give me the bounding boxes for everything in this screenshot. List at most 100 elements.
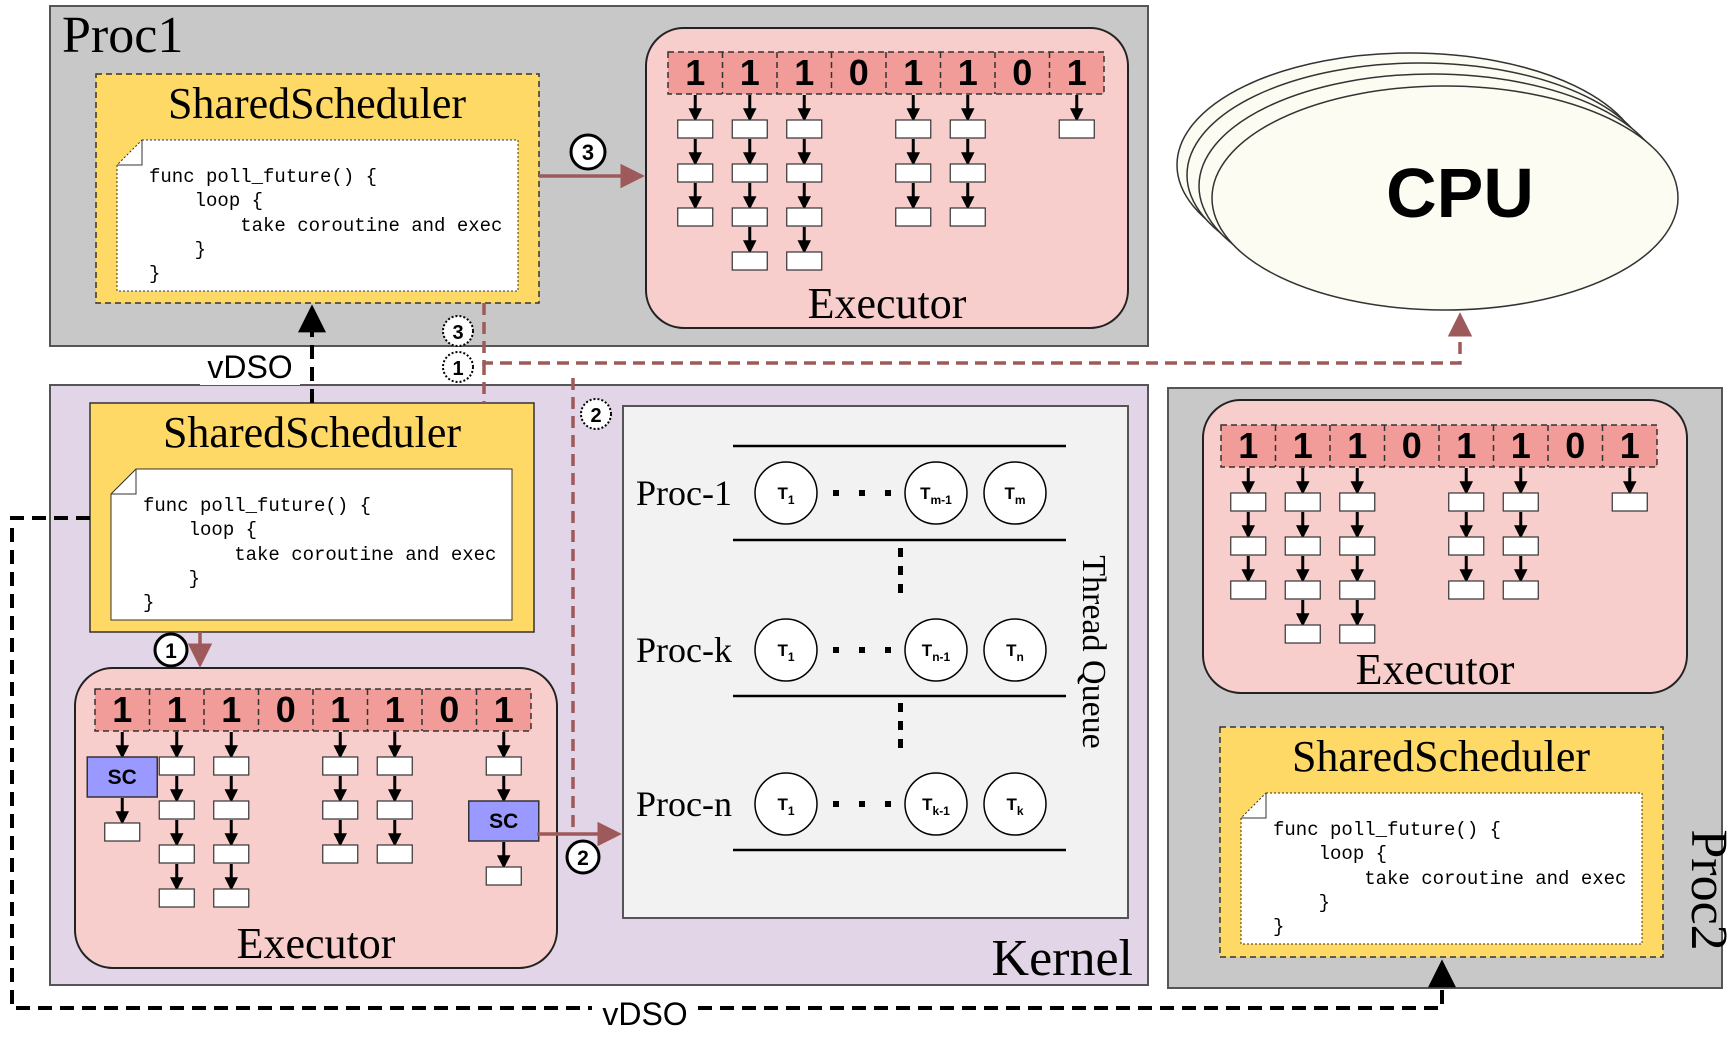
task-box — [158, 800, 195, 820]
svg-text:}: } — [143, 592, 154, 614]
thread-node — [904, 772, 968, 836]
thread-label: Tm — [1004, 484, 1025, 507]
executor-bit: 1 — [385, 689, 405, 730]
proc1-code-note — [116, 139, 519, 292]
task-box — [322, 844, 359, 864]
task-box — [1339, 536, 1376, 556]
queue-proc-label: Proc-k — [636, 630, 732, 670]
sc-label: SC — [489, 810, 518, 833]
queue-proc-label: Proc-1 — [636, 473, 732, 513]
executor-bit: 1 — [1293, 425, 1313, 466]
task-box — [1502, 536, 1539, 556]
ellipsis-dot — [833, 490, 839, 496]
task-box — [731, 119, 768, 139]
ellipsis-dot — [859, 801, 865, 807]
task-box — [731, 163, 768, 183]
svg-text:3: 3 — [582, 140, 594, 165]
thread-label: Tn — [1006, 641, 1024, 664]
kernel-code: func poll_future() { loop { take corouti… — [143, 495, 496, 614]
executor-bit: 1 — [112, 689, 132, 730]
thread-node — [754, 772, 818, 836]
svg-text:take coroutine and exec: take coroutine and exec — [1273, 868, 1626, 890]
vertical-ellipsis-dot — [898, 566, 903, 575]
kernel-scheduler-title: SharedScheduler — [163, 408, 461, 457]
thread-node — [754, 618, 818, 682]
thread-label: Tn-1 — [922, 641, 951, 664]
ellipsis-dot — [833, 801, 839, 807]
thread-node — [983, 461, 1047, 525]
svg-text:func poll_future() {: func poll_future() { — [1273, 819, 1501, 841]
proc1-scheduler-title: SharedScheduler — [168, 79, 466, 128]
task-box — [1339, 580, 1376, 600]
svg-text:}: } — [149, 239, 206, 261]
task-box — [1339, 624, 1376, 644]
kernel-code-note — [110, 468, 513, 621]
task-box — [1448, 536, 1485, 556]
task-box — [1058, 119, 1095, 139]
task-box — [1230, 536, 1267, 556]
kernel-executor-label: Executor — [237, 919, 396, 968]
executor-bit: 1 — [794, 52, 814, 93]
task-box — [158, 756, 195, 776]
svg-text:}: } — [143, 568, 200, 590]
kernel-label: Kernel — [992, 930, 1133, 987]
ellipsis-dot — [859, 647, 865, 653]
svg-text:}: } — [1273, 892, 1330, 914]
proc2-scheduler-title: SharedScheduler — [1292, 732, 1590, 781]
executor-bit: 0 — [1402, 425, 1422, 466]
svg-text:}: } — [149, 263, 160, 285]
executor-bit: 0 — [276, 689, 296, 730]
step2-solid-badge: 2 — [565, 839, 601, 875]
task-box — [1502, 580, 1539, 600]
task-box — [895, 119, 932, 139]
svg-text:take coroutine and exec: take coroutine and exec — [143, 544, 496, 566]
task-box — [1230, 580, 1267, 600]
thread-node — [983, 618, 1047, 682]
executor-bit: 0 — [1012, 52, 1032, 93]
task-box — [213, 756, 250, 776]
step3-solid-badge: 3 — [569, 133, 607, 171]
task-box — [485, 756, 522, 776]
task-box — [158, 888, 195, 908]
executor-bit: 0 — [1565, 425, 1585, 466]
vertical-ellipsis-dot — [898, 703, 903, 712]
vdso-lower-label: vDSO — [602, 996, 687, 1032]
task-box — [895, 207, 932, 227]
thread-label: Tm-1 — [920, 484, 952, 507]
sc-label: SC — [108, 766, 137, 789]
thread-label: Tk — [1006, 795, 1023, 818]
ellipsis-dot — [885, 490, 891, 496]
svg-text:1: 1 — [165, 640, 177, 663]
executor-bit: 0 — [439, 689, 459, 730]
svg-text:}: } — [1273, 916, 1284, 938]
executor-bit: 1 — [1511, 425, 1531, 466]
queue-proc-label: Proc-n — [636, 784, 732, 824]
executor-bit: 1 — [1347, 425, 1367, 466]
task-box — [376, 756, 413, 776]
executor-bit: 1 — [494, 689, 514, 730]
executor-bit: 1 — [1620, 425, 1640, 466]
sc-box — [468, 800, 540, 842]
thread-queue-label: Thread Queue — [1075, 555, 1112, 749]
executor-bit: 1 — [903, 52, 923, 93]
thread-label: T1 — [777, 795, 794, 818]
ellipsis-dot — [833, 647, 839, 653]
proc2-code-note — [1240, 792, 1643, 945]
task-box — [104, 822, 141, 842]
task-box — [949, 207, 986, 227]
executor-bit: 1 — [1456, 425, 1476, 466]
proc2-shared-scheduler: SharedScheduler func poll_future() { loo… — [1219, 726, 1664, 958]
ellipsis-dot — [859, 490, 865, 496]
executor-bit: 1 — [221, 689, 241, 730]
ellipsis-dot — [885, 801, 891, 807]
task-box — [376, 844, 413, 864]
task-box — [949, 119, 986, 139]
task-box — [322, 756, 359, 776]
task-box — [786, 251, 823, 271]
step1-dotted-badge: 1 — [442, 351, 474, 383]
task-box — [786, 119, 823, 139]
task-box — [786, 163, 823, 183]
